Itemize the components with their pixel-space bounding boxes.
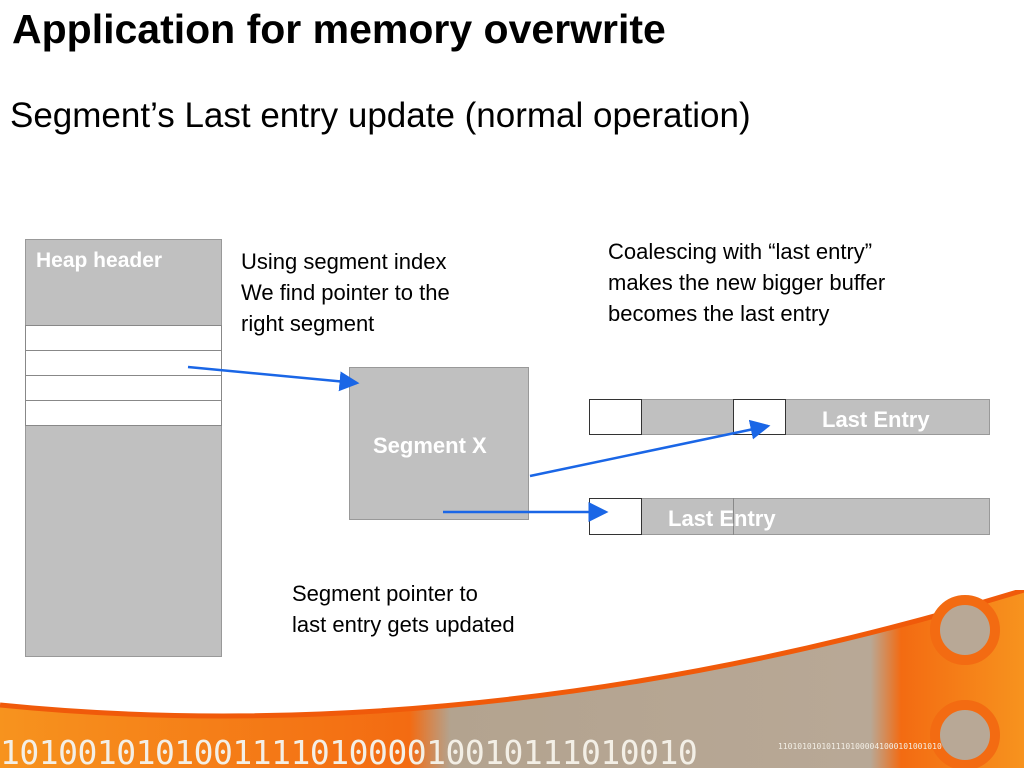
buffer-top-cell [589,399,642,435]
note-line: last entry gets updated [292,612,515,637]
note-line: right segment [241,311,375,336]
heap-header-label: Heap header [36,249,163,272]
segment-x-label: Segment X [373,433,487,458]
footer-decoration [0,590,1024,768]
note-line: We find pointer to the [241,280,450,305]
note-line: becomes the last entry [608,301,830,326]
heap-row [25,325,222,351]
slide-subtitle: Segment’s Last entry update (normal oper… [10,96,751,135]
slide-title: Application for memory overwrite [12,6,666,52]
buffer-divider [733,498,734,535]
note-line: Segment pointer to [292,581,478,606]
note-line: Using segment index [241,249,447,274]
note-line: makes the new bigger buffer [608,270,886,295]
heap-row [25,400,222,426]
note-pointer-update: Segment pointer to last entry gets updat… [292,578,515,640]
footer-binary-small: 1101010101011101000041000101001010 [778,742,942,751]
segment-x-box [349,367,529,520]
note-segment-index: Using segment index We find pointer to t… [241,246,450,339]
note-coalescing: Coalescing with “last entry” makes the n… [608,236,885,329]
note-line: Coalescing with “last entry” [608,239,873,264]
arrow-segment-to-new-last [529,419,771,478]
arrow-heap-to-segment [187,365,360,392]
footer-binary-large: 101001010100111101000010010111010010 [0,733,698,772]
heap-block [25,239,222,657]
last-entry-bottom-label: Last Entry [668,506,776,531]
last-entry-top-label: Last Entry [822,407,930,432]
buffer-bottom [589,498,990,535]
buffer-top [589,399,990,435]
